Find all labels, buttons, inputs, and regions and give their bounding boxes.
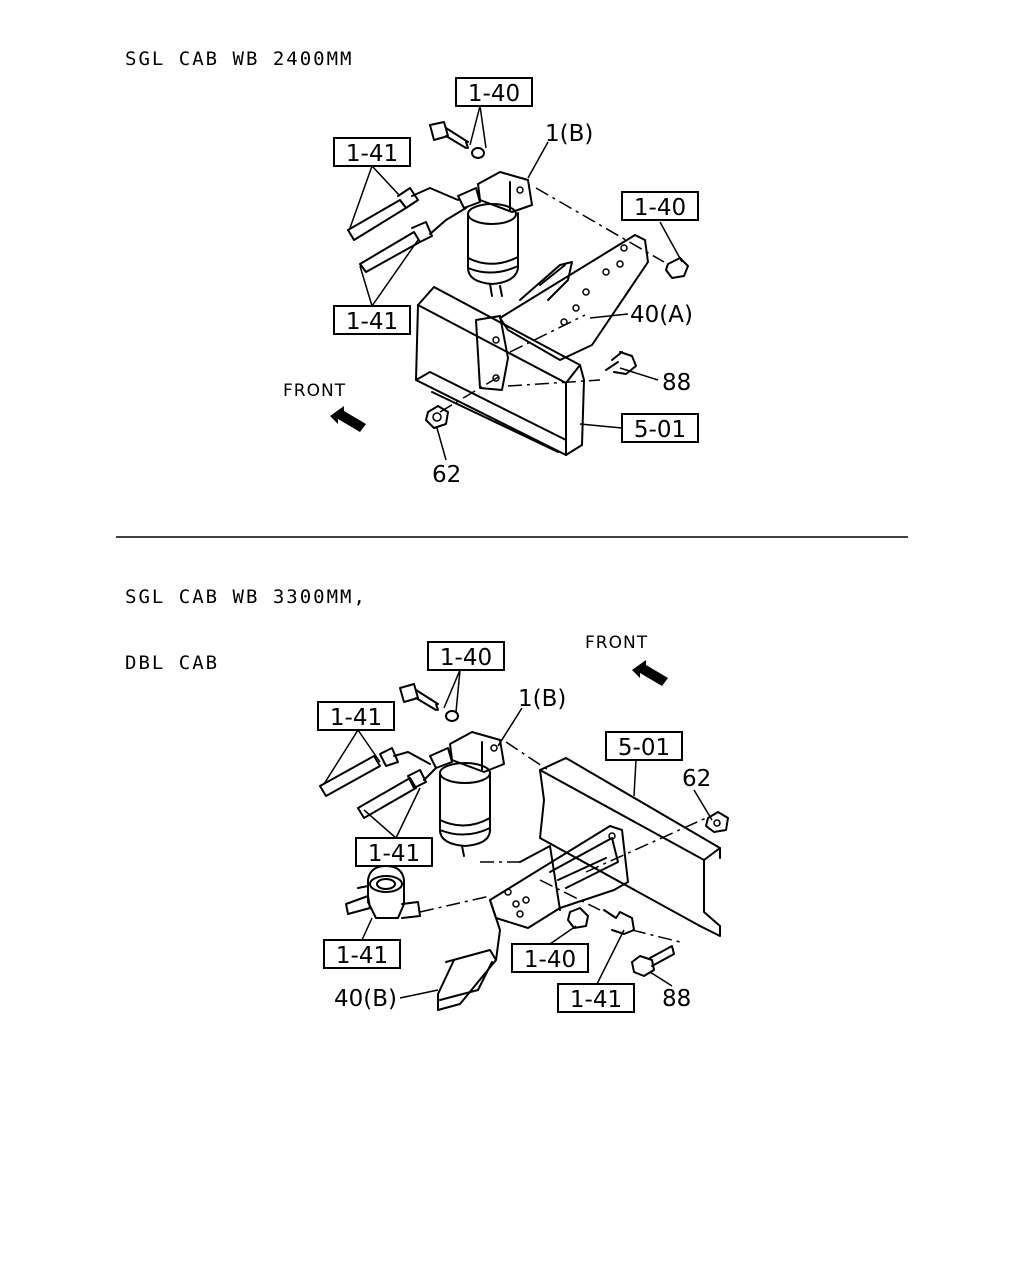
ref-box: 5-01 — [621, 413, 699, 443]
ref-box-label: 1-40 — [440, 645, 492, 671]
ref-box-label: 5-01 — [634, 417, 686, 443]
part-label: 62 — [682, 766, 711, 792]
ref-box: 1-40 — [455, 77, 533, 107]
ref-box-label: 1-41 — [570, 987, 622, 1013]
frame-rail — [415, 286, 585, 456]
heading-line: DBL CAB — [125, 652, 220, 674]
bottom-diagram: FRONT 1-40 1-41 5-01 1-41 1-41 1-40 — [317, 633, 729, 1013]
ref-box-label: 5-01 — [618, 735, 670, 761]
ref-box-label: 1-41 — [336, 943, 388, 969]
ref-box: 1-40 — [511, 943, 589, 973]
heading-line: SGL CAB WB 3300MM, — [125, 586, 367, 608]
bracket-40a — [475, 234, 649, 391]
part-label: 40(A) — [630, 302, 693, 328]
part-label: 1(B) — [518, 686, 566, 712]
ref-box-label: 1-41 — [346, 141, 398, 167]
part-label: 40(B) — [334, 986, 397, 1012]
leader-lines — [323, 669, 713, 999]
part-label: 62 — [432, 462, 461, 488]
ref-box: 1-40 — [427, 641, 505, 671]
assembly-lines — [419, 741, 707, 943]
ref-box-label: 1-40 — [524, 947, 576, 973]
ref-box: 1-41 — [317, 701, 395, 731]
part-label: 88 — [662, 986, 691, 1012]
fuel-hoses — [319, 751, 437, 819]
part-label: 88 — [662, 370, 691, 396]
frame-rail — [539, 757, 721, 937]
section-1-heading: SGL CAB WB 2400MM — [125, 4, 353, 92]
ref-box: 5-01 — [605, 731, 683, 761]
ref-box: 1-41 — [333, 305, 411, 335]
front-label: FRONT — [283, 381, 346, 401]
ref-box: 1-40 — [621, 191, 699, 221]
ref-box-label: 1-41 — [368, 841, 420, 867]
section-2-heading: SGL CAB WB 3300MM, DBL CAB — [125, 542, 367, 696]
part-label: 1(B) — [545, 121, 593, 147]
fasteners — [379, 683, 729, 977]
fuel-filter — [429, 731, 505, 857]
ref-box-label: 1-40 — [634, 195, 686, 221]
heading-line: SGL CAB WB 2400MM — [125, 48, 354, 70]
ref-box-label: 1-40 — [468, 81, 520, 107]
top-diagram: FRONT 1-40 1-41 1-40 1-41 5-01 1(B) 40(A… — [283, 77, 699, 488]
front-arrow: FRONT — [283, 381, 366, 432]
ref-box: 1-41 — [355, 837, 433, 867]
fuel-hoses — [347, 187, 467, 273]
assembly-lines — [439, 187, 665, 413]
fasteners — [425, 121, 689, 429]
priming-pump — [345, 865, 421, 919]
ref-box: 1-41 — [323, 939, 401, 969]
fuel-filter — [457, 171, 533, 297]
ref-box-label: 1-41 — [346, 309, 398, 335]
bracket-40b — [437, 825, 629, 1011]
front-arrow: FRONT — [585, 633, 668, 686]
leader-lines — [349, 105, 683, 461]
ref-box-label: 1-41 — [330, 705, 382, 731]
ref-box: 1-41 — [333, 137, 411, 167]
front-label: FRONT — [585, 633, 648, 653]
ref-box: 1-41 — [557, 983, 635, 1013]
